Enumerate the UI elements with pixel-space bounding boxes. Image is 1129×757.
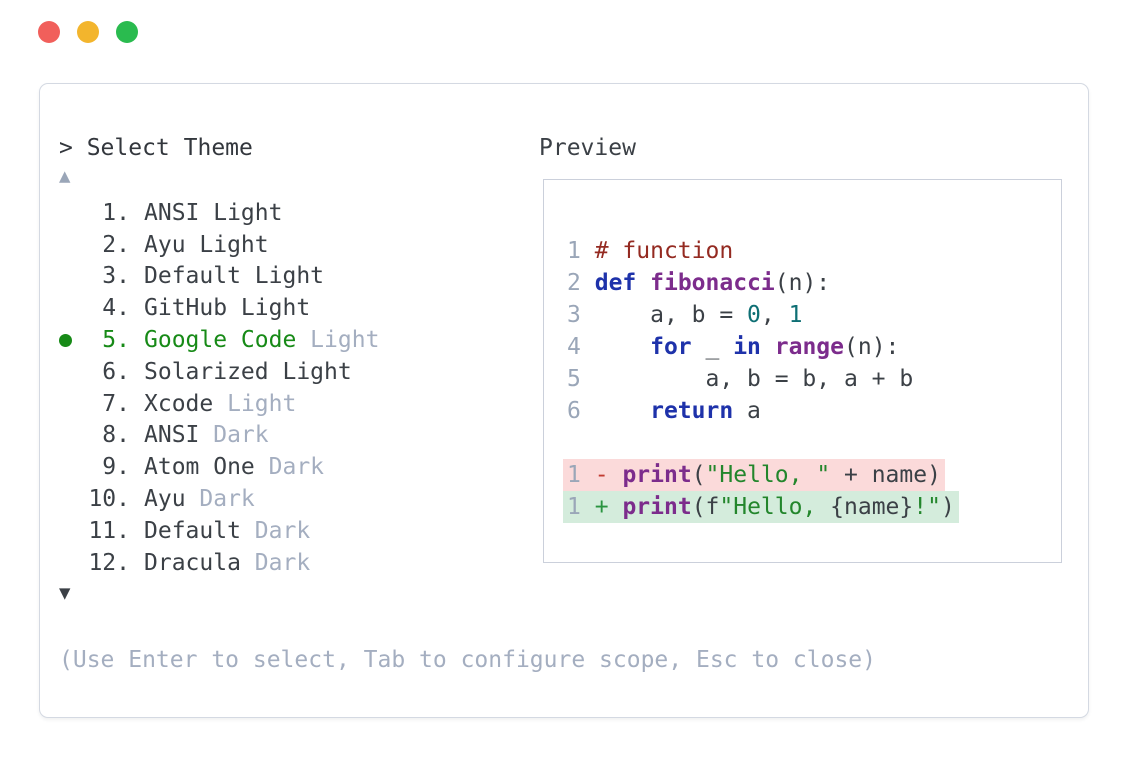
theme-item-number: 2.	[102, 231, 130, 258]
preview-pane: 1 # function 2 def fibonacci(n): 3 a, b = …	[543, 179, 1062, 563]
theme-item-suffix: Light	[296, 327, 380, 354]
theme-item-number: 3.	[102, 263, 130, 290]
theme-item[interactable]: 8. ANSI Dark	[59, 420, 379, 452]
theme-item-label: ANSI Dark	[144, 422, 269, 449]
close-button[interactable]	[38, 21, 60, 43]
theme-item-number: 6.	[102, 358, 130, 385]
code-preview: 1 # function 2 def fibonacci(n): 3 a, b = …	[544, 180, 1061, 523]
theme-item-number: 5.	[102, 327, 130, 354]
window-controls	[38, 21, 138, 43]
theme-item[interactable]: 11. Default Dark	[59, 515, 379, 547]
help-text: (Use Enter to select, Tab to configure s…	[59, 647, 876, 673]
theme-item-label: Ayu Dark	[144, 486, 255, 513]
theme-item-number: 8.	[102, 422, 130, 449]
code-line: 2 def fibonacci(n):	[567, 270, 831, 296]
theme-item-suffix: Dark	[240, 517, 311, 544]
theme-item-label: Ayu Light	[144, 231, 269, 258]
theme-item-number: 4.	[102, 295, 130, 322]
diff-removed-line: 1 - print("Hello, " + name)	[563, 459, 1061, 491]
theme-item-label: Solarized Light	[144, 358, 352, 385]
theme-item[interactable]: 4. GitHub Light	[59, 292, 379, 324]
theme-item[interactable]: 3. Default Light	[59, 261, 379, 293]
theme-item-number: 7.	[102, 390, 130, 417]
theme-item-label: Atom One Dark	[144, 454, 325, 481]
preview-label: Preview	[539, 135, 636, 161]
theme-picker-panel: > Select Theme Preview ▲ 1. ANSI Light 2. A…	[39, 83, 1089, 718]
theme-item-suffix: Dark	[185, 486, 255, 513]
theme-item[interactable]: 6. Solarized Light	[59, 356, 379, 388]
theme-item-number: 12.	[88, 549, 130, 576]
theme-item[interactable]: 9. Atom One Dark	[59, 451, 379, 483]
scroll-up-icon[interactable]: ▲	[59, 165, 71, 187]
theme-item-label: Google Code Light	[144, 327, 380, 354]
theme-item-suffix: Light	[213, 390, 297, 417]
diff-added-line: 1 + print(f"Hello, {name}!")	[563, 491, 1061, 523]
selected-item-bullet-icon	[59, 333, 73, 347]
theme-item-label: ANSI Light	[144, 199, 283, 226]
theme-item-label: Xcode Light	[144, 390, 297, 417]
theme-item-label: Default Dark	[144, 517, 311, 544]
theme-item[interactable]: 1. ANSI Light	[59, 197, 379, 229]
theme-item-suffix: Dark	[240, 549, 311, 576]
code-line: 6 return a	[567, 398, 761, 424]
theme-item-number: 11.	[88, 517, 130, 544]
theme-item[interactable]: 10. Ayu Dark	[59, 483, 379, 515]
theme-item-suffix: Dark	[254, 454, 325, 481]
code-line: 1 # function	[567, 238, 734, 264]
maximize-button[interactable]	[116, 21, 138, 43]
scroll-down-icon[interactable]: ▼	[59, 582, 71, 604]
theme-item-label: GitHub Light	[144, 295, 311, 322]
theme-item[interactable]: 2. Ayu Light	[59, 229, 379, 261]
code-line: 3 a, b = 0, 1	[567, 302, 803, 328]
theme-item[interactable]: 5. Google Code Light	[59, 324, 379, 356]
code-line: 5 a, b = b, a + b	[567, 366, 914, 392]
theme-item-number: 10.	[88, 486, 130, 513]
theme-item-suffix: Dark	[199, 422, 269, 449]
theme-item-number: 1.	[102, 199, 130, 226]
code-line: 4 for _ in range(n):	[567, 334, 900, 360]
theme-item[interactable]: 7. Xcode Light	[59, 388, 379, 420]
theme-item-label: Dracula Dark	[144, 549, 311, 576]
minimize-button[interactable]	[77, 21, 99, 43]
theme-item[interactable]: 12. Dracula Dark	[59, 547, 379, 579]
select-theme-prompt: > Select Theme	[59, 135, 253, 161]
theme-item-number: 9.	[102, 454, 130, 481]
theme-item-label: Default Light	[144, 263, 325, 290]
